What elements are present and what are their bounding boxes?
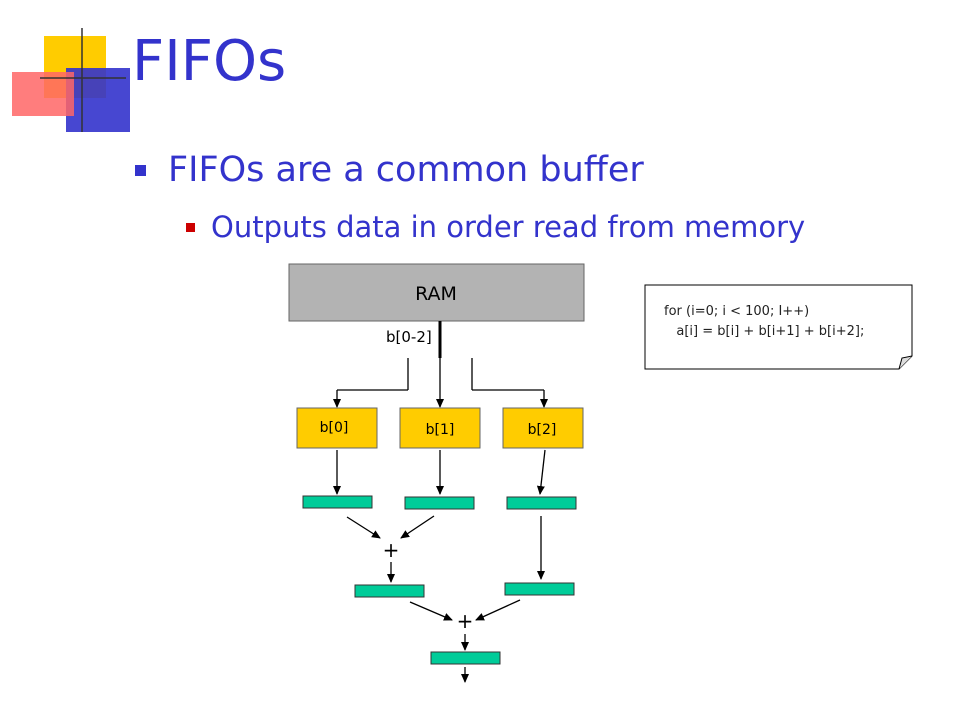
- fifo-b0: [302, 495, 373, 509]
- adder-2-symbol: +: [457, 609, 474, 633]
- register-b2-label: b[2]: [528, 422, 557, 438]
- adder-1-symbol: +: [383, 538, 400, 562]
- bullet-square-icon: [135, 164, 146, 176]
- bus-label: b[0-2]: [386, 328, 432, 346]
- bullet-level2: Outputs data in order read from memory: [186, 210, 805, 244]
- arrow-fifo-b1-adder: [400, 515, 435, 539]
- code-snippet: for (i=0; i < 100; I++) a[i] = b[i] + b[…: [664, 302, 864, 342]
- code-note-fold: [898, 355, 913, 370]
- bullet-text: Outputs data in order read from memory: [211, 210, 806, 244]
- fifo-sum1: [354, 584, 425, 598]
- bullet-level1: FIFOs are a common buffer: [135, 150, 644, 190]
- arrow-b2-fifo: [536, 449, 546, 495]
- register-b1: [399, 407, 481, 449]
- fifo-b2: [506, 496, 577, 510]
- arrow-fifo-b0-adder: [346, 516, 381, 539]
- register-b0: [296, 407, 378, 449]
- bullet-text: FIFOs are a common buffer: [168, 150, 644, 190]
- register-b0-label: b[0]: [320, 420, 349, 436]
- code-line-2: a[i] = b[i] + b[i+1] + b[i+2];: [664, 324, 865, 339]
- code-line-1: for (i=0; i < 100; I++): [664, 304, 810, 319]
- fifo-output: [430, 651, 501, 665]
- ram-block: [288, 263, 585, 322]
- ram-label: RAM: [415, 283, 457, 305]
- fifo-b1: [404, 496, 475, 510]
- decorative-logo: [12, 28, 130, 132]
- register-b1-label: b[1]: [426, 422, 455, 438]
- arrow-b2-adder2: [475, 599, 521, 621]
- slide-title: FIFOs: [132, 29, 287, 94]
- arrow-sum1-adder2: [409, 601, 453, 621]
- decor-red-square: [12, 72, 74, 116]
- bullet-square-icon: [186, 222, 195, 232]
- fifo-b2-delay: [504, 582, 575, 596]
- register-b2: [502, 407, 584, 449]
